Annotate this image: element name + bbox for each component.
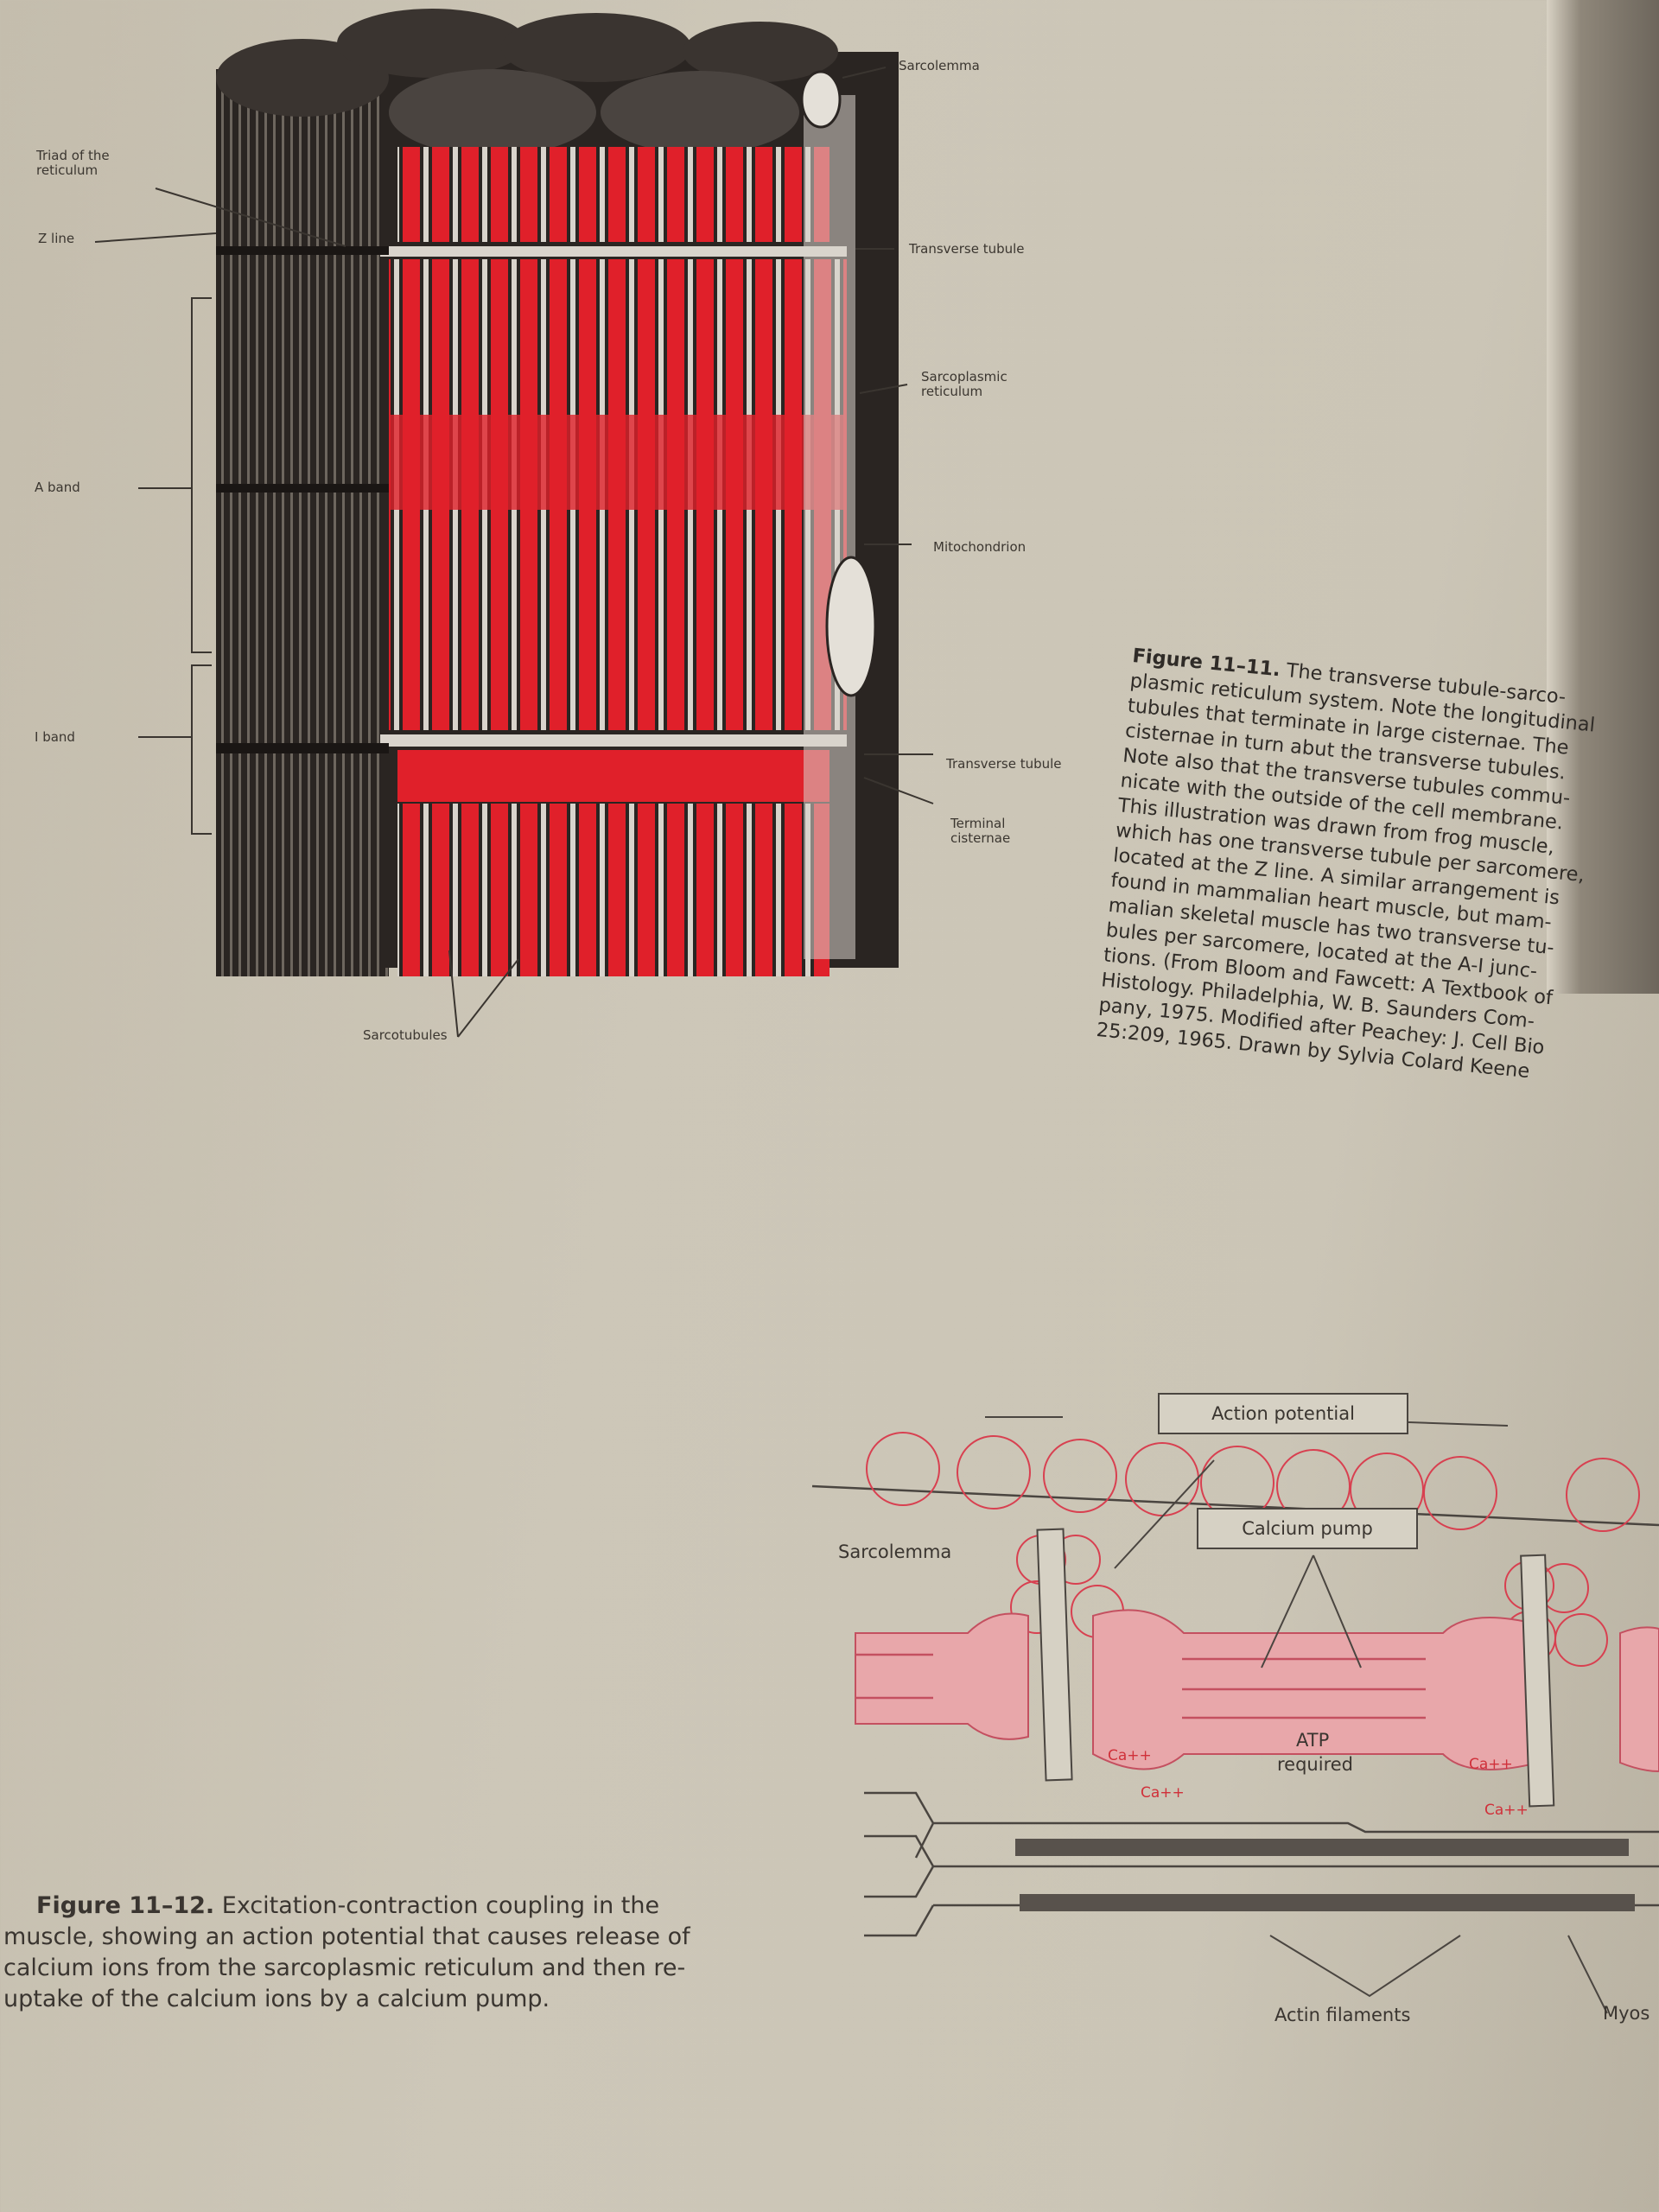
label-a-band: A band [35,480,80,495]
label-terminal-cisternae: Terminal cisternae [950,816,1011,846]
caption-line: muscle, showing an action potential that… [3,1923,690,1950]
ca-ion-label: Ca++ [1141,1784,1185,1802]
caption-line: Excitation-contraction coupling in the [214,1892,660,1919]
label-atp: ATP [1296,1730,1330,1751]
label-sarcotubules: Sarcotubules [363,1027,448,1043]
label-myosin: Myos [1603,2003,1650,2024]
action-potential-box: Action potential [1158,1393,1408,1434]
figure-label: Figure 11–12. [36,1892,215,1919]
label-atp-required: required [1277,1754,1353,1775]
muscle-fiber-illustration [216,9,899,976]
label-sarcolemma-diagram: Sarcolemma [838,1541,952,1562]
label-sarcolemma: Sarcolemma [899,58,980,73]
calcium-pump-box: Calcium pump [1197,1508,1418,1549]
ca-ion-label: Ca++ [1469,1756,1513,1773]
ca-ion-label: Ca++ [1108,1747,1152,1764]
label-triad: Triad of the reticulum [36,148,110,178]
ca-ion-label: Ca++ [1484,1802,1529,1819]
caption-line: uptake of the calcium ions by a calcium … [3,1986,550,2012]
label-transverse-tubule-top: Transverse tubule [909,241,1025,257]
label-z-line: Z line [38,231,75,246]
label-transverse-tubule-bottom: Transverse tubule [946,756,1062,772]
label-sarcoplasmic-reticulum: Sarcoplasmic reticulum [921,369,1007,399]
book-spine-edge [1547,0,1659,994]
leader-lines [94,67,934,1038]
label-actin-filaments: Actin filaments [1274,2005,1411,2025]
caption-line: calcium ions from the sarcoplasmic retic… [3,1955,686,1981]
label-mitochondrion: Mitochondrion [933,539,1027,555]
figure-11-11-caption: Figure 11–11. The transverse tubule-sarc… [1096,644,1659,1094]
figure-11-12-caption: Figure 11–12. Excitation-contraction cou… [3,1891,824,2015]
excitation-contraction-diagram [811,1416,1659,2014]
label-i-band: I band [35,729,75,745]
